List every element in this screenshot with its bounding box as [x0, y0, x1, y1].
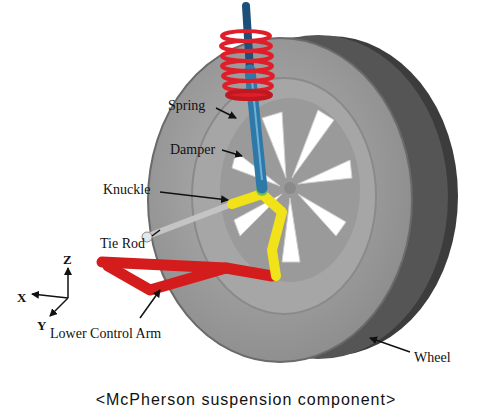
leader-line	[140, 108, 410, 352]
part-label: Wheel	[414, 350, 451, 366]
axis-label: Z	[63, 252, 72, 268]
wheel	[148, 35, 458, 362]
tie-rod	[142, 204, 232, 242]
axis-label: X	[17, 290, 26, 306]
spring	[221, 31, 273, 99]
knuckle	[232, 184, 282, 276]
figure-caption: <McPherson suspension component>	[0, 390, 492, 410]
part-label: Knuckle	[103, 182, 150, 198]
part-label: Tie Rod	[100, 236, 145, 252]
part-label: Spring	[168, 98, 205, 114]
lower-control-arm	[102, 262, 272, 290]
part-label: Lower Control Arm	[50, 326, 161, 342]
axis-label: Y	[37, 318, 46, 334]
part-label: Damper	[170, 142, 215, 158]
axes	[32, 268, 68, 316]
